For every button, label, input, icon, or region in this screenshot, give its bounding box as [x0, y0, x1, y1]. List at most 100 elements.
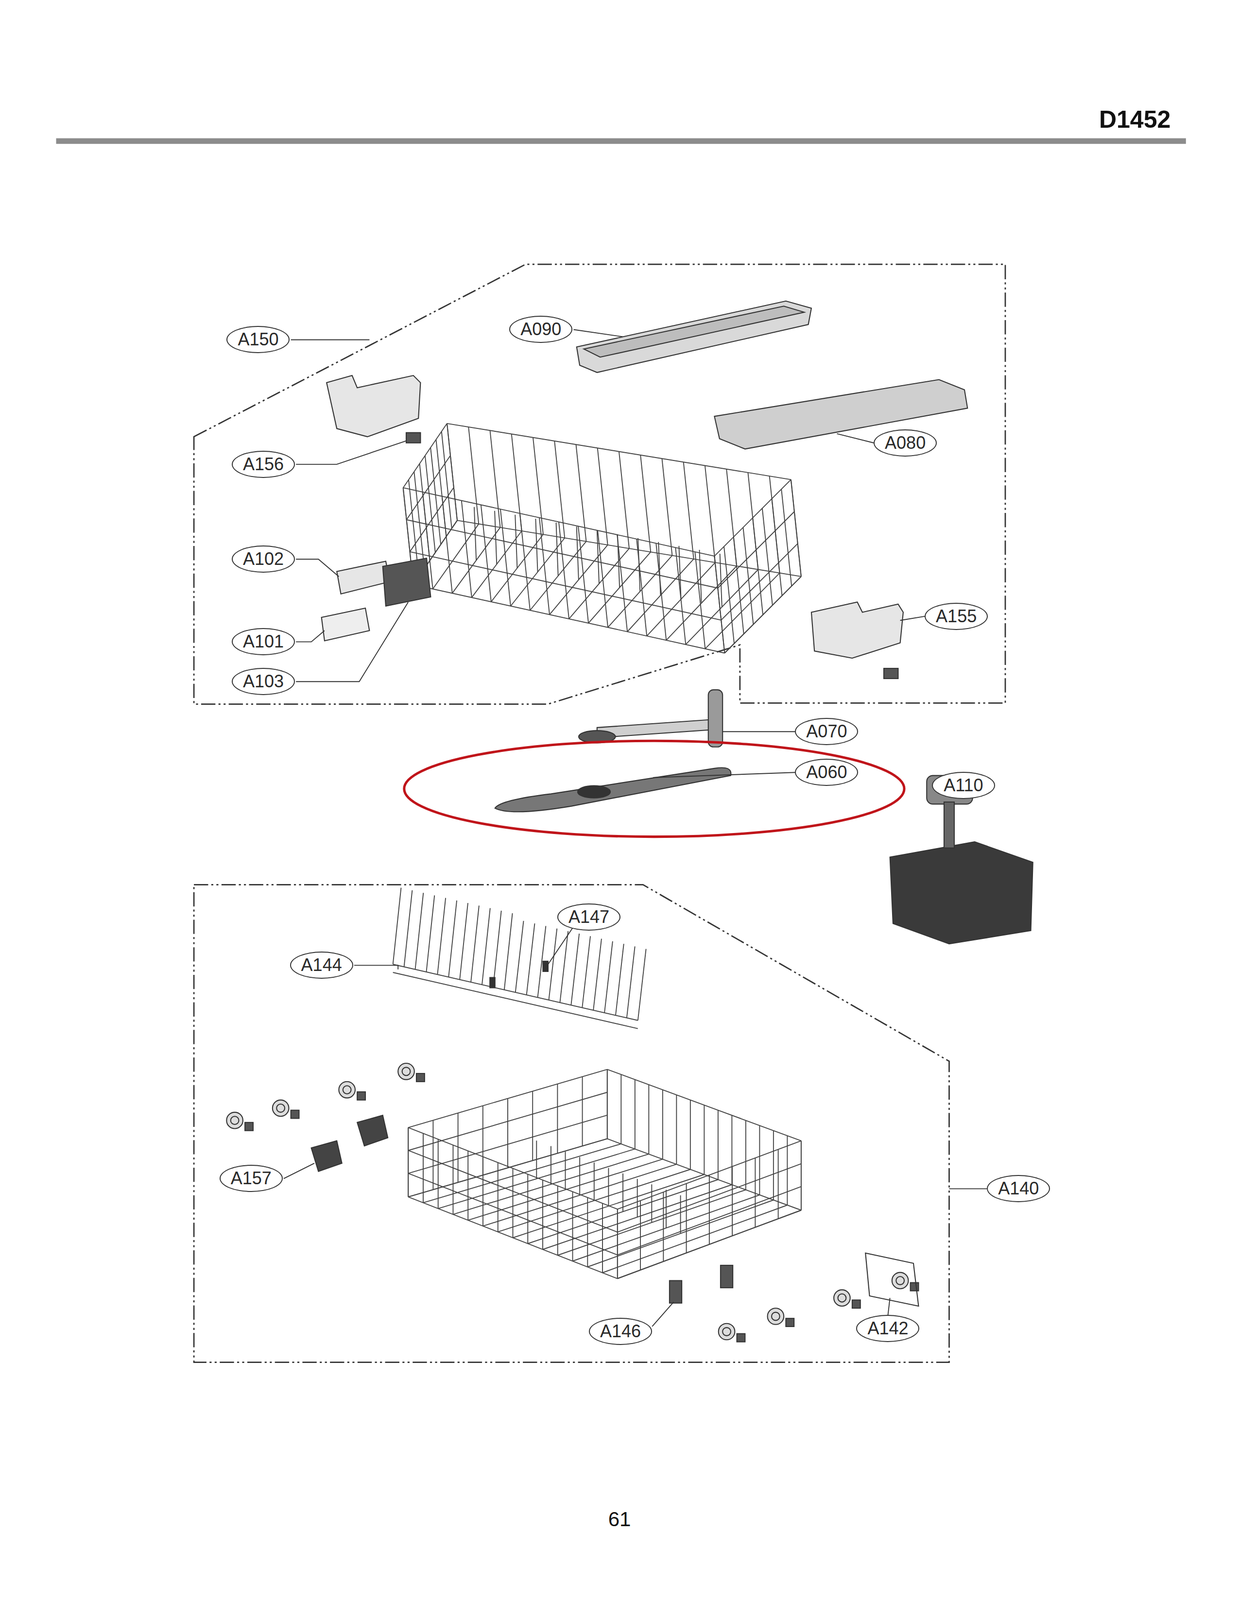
leader-line [295, 559, 339, 577]
rack-tine [535, 518, 538, 573]
rack-tine [494, 511, 497, 565]
clip [311, 1141, 343, 1172]
rack-wire [461, 500, 472, 599]
rack-wire [758, 1125, 760, 1196]
callout-number: A150 [237, 330, 279, 349]
tine [593, 939, 602, 1011]
tine [615, 944, 624, 1016]
callout-oval: A155 [924, 602, 988, 631]
cutlery-basket [890, 842, 1033, 945]
wheel-hub [838, 1294, 847, 1303]
group-outline [193, 264, 1006, 705]
rack-wire [662, 1192, 664, 1262]
leader-line [295, 602, 409, 682]
rack-wire [597, 530, 608, 628]
rack-wire [617, 1209, 619, 1279]
rack-wire [447, 423, 458, 521]
wheel [833, 1290, 851, 1307]
leader-line [573, 329, 623, 338]
rack-wire [714, 556, 725, 654]
tine [493, 911, 502, 988]
callout-number: A142 [867, 1320, 909, 1338]
rack-tine [579, 1157, 581, 1196]
rack-wire [634, 1080, 636, 1150]
rack-wire [407, 1127, 409, 1198]
rack-wire [533, 437, 544, 535]
rack-wire [558, 522, 569, 620]
callout-number: A156 [242, 455, 284, 474]
rack-wire [542, 1180, 544, 1250]
rack-wire [582, 1077, 584, 1147]
leader-line [295, 441, 407, 465]
rack-tine [607, 1168, 609, 1207]
rack-wire [441, 431, 452, 529]
wheel-hub [402, 1067, 411, 1076]
rack-wire [575, 444, 586, 542]
callout-oval: A142 [856, 1315, 920, 1343]
callout-number: A144 [301, 956, 343, 975]
rack-wire [800, 1141, 802, 1211]
rack-wire [413, 471, 425, 569]
rack-wire [791, 479, 802, 577]
callout-oval: A090 [509, 315, 573, 344]
tine [526, 923, 535, 996]
rack-wire [689, 1100, 691, 1171]
rack-tine [636, 1179, 638, 1218]
header-bar [56, 138, 1187, 145]
rack-wire [683, 462, 694, 560]
rack-tine [535, 1140, 537, 1180]
rack-tine [665, 1190, 667, 1229]
rack-tine [576, 526, 579, 581]
rack-wire [578, 526, 589, 624]
tine [437, 898, 446, 976]
rack-wire [791, 479, 802, 577]
rack-wire [781, 489, 792, 587]
rack-wire [639, 1201, 641, 1271]
rack-wire [437, 1139, 439, 1209]
tine [548, 929, 557, 1001]
rack-wire [432, 1120, 434, 1190]
leader-line [653, 772, 795, 778]
rack-tine [622, 1173, 624, 1213]
rack-wire [703, 1105, 705, 1175]
rack-wire [694, 551, 706, 650]
rack-floor-wire [602, 1205, 788, 1274]
callout-number: A102 [242, 550, 284, 568]
rack-wire [723, 546, 735, 644]
leader-line [836, 433, 874, 444]
rack-wire [620, 1074, 622, 1145]
leader-line [900, 616, 925, 621]
tine [604, 941, 613, 1014]
rack-wire [640, 455, 651, 553]
rack-wire [512, 1168, 514, 1239]
callout-number: A146 [600, 1323, 641, 1341]
rack-wire [742, 527, 754, 625]
rack-wire [786, 1135, 788, 1206]
rack-wire [708, 1175, 710, 1245]
rack-wire [468, 427, 479, 525]
clip [883, 668, 898, 679]
callout-number: A140 [998, 1180, 1039, 1198]
rack-tine [474, 507, 477, 561]
wheel-axle [357, 1092, 366, 1101]
callout-number: A110 [943, 776, 983, 795]
callout-oval: A101 [231, 628, 295, 656]
callout-number: A147 [568, 908, 610, 927]
rack-wire [430, 447, 441, 545]
clip [669, 1280, 682, 1304]
rack-bracket [326, 375, 421, 437]
wheel [272, 1100, 290, 1118]
rack-wire [557, 1186, 559, 1256]
rack-wire [556, 1084, 558, 1154]
wheel [397, 1063, 415, 1081]
wheel-hub [722, 1327, 731, 1337]
clip [357, 1115, 388, 1147]
rack-wire [452, 1145, 454, 1215]
tine [481, 908, 491, 986]
rack-wire [655, 543, 667, 641]
clip [489, 978, 496, 989]
callout-number: A070 [806, 722, 847, 741]
wheel-axle [244, 1122, 254, 1132]
rack-wire [467, 1151, 469, 1221]
